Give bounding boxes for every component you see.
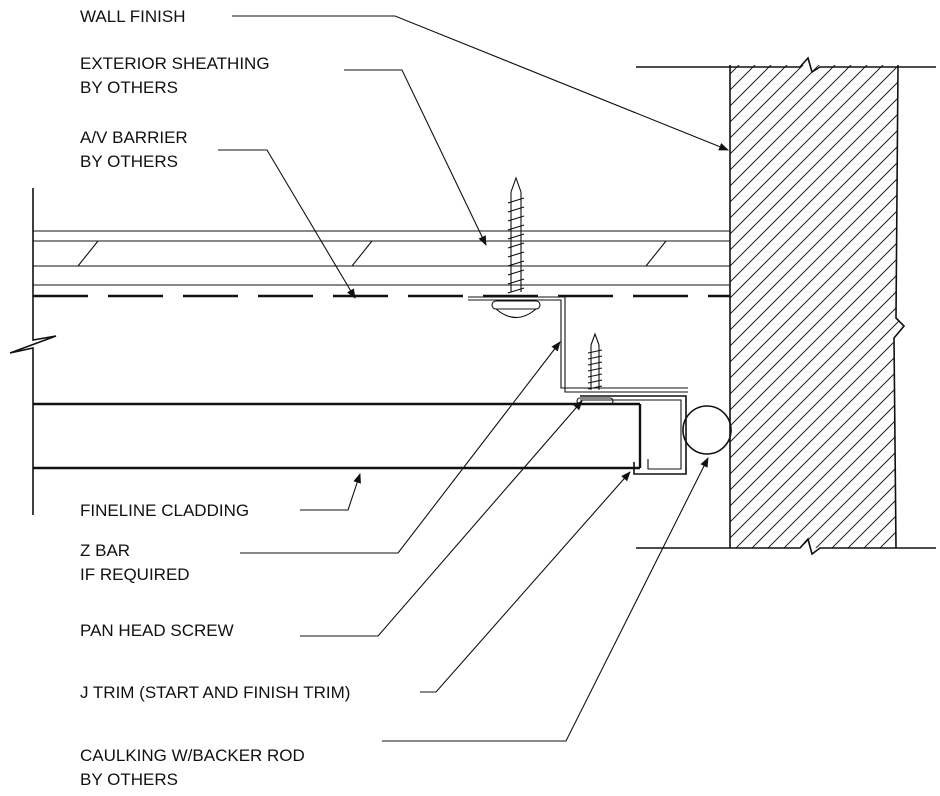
wall-hatch bbox=[730, 65, 904, 548]
leader-lines bbox=[218, 15, 729, 742]
leader-av-barrier bbox=[218, 149, 356, 299]
leader-fineline-cladding bbox=[300, 473, 361, 511]
label-wall-finish: WALL FINISH bbox=[80, 7, 185, 26]
label-av-barrier-line1: A/V BARRIER bbox=[80, 128, 188, 147]
pan-head-screw bbox=[576, 332, 614, 405]
label-caulking-line2: BY OTHERS bbox=[80, 770, 178, 789]
labels: WALL FINISH EXTERIOR SHEATHING BY OTHERS… bbox=[80, 7, 350, 789]
leader-pan-head-screw bbox=[300, 400, 583, 637]
label-caulking-line1: CAULKING W/BACKER ROD bbox=[80, 746, 305, 765]
label-pan-head-screw: PAN HEAD SCREW bbox=[80, 621, 234, 640]
label-exterior-sheathing-line1: EXTERIOR SHEATHING bbox=[80, 54, 270, 73]
wall-top-break-line bbox=[636, 56, 936, 74]
wall-bottom-break-line bbox=[636, 537, 936, 556]
leader-j-trim bbox=[420, 471, 631, 693]
leader-exterior-sheathing bbox=[344, 69, 487, 246]
fineline-cladding-board bbox=[33, 402, 642, 470]
sheathing-screw bbox=[491, 176, 541, 319]
exterior-sheathing bbox=[33, 230, 730, 286]
j-trim bbox=[580, 395, 687, 475]
label-fineline-cladding: FINELINE CLADDING bbox=[80, 501, 249, 520]
leader-wall-finish bbox=[232, 15, 729, 151]
label-av-barrier-line2: BY OTHERS bbox=[80, 152, 178, 171]
z-bar bbox=[468, 296, 688, 393]
leader-caulking bbox=[382, 457, 709, 742]
label-j-trim: J TRIM (START AND FINISH TRIM) bbox=[80, 683, 350, 702]
label-z-bar-line2: IF REQUIRED bbox=[80, 565, 190, 584]
label-exterior-sheathing-line2: BY OTHERS bbox=[80, 78, 178, 97]
backer-rod bbox=[682, 405, 732, 455]
label-z-bar-line1: Z BAR bbox=[80, 541, 130, 560]
left-break-line bbox=[9, 188, 57, 515]
leader-z-bar bbox=[240, 341, 561, 554]
